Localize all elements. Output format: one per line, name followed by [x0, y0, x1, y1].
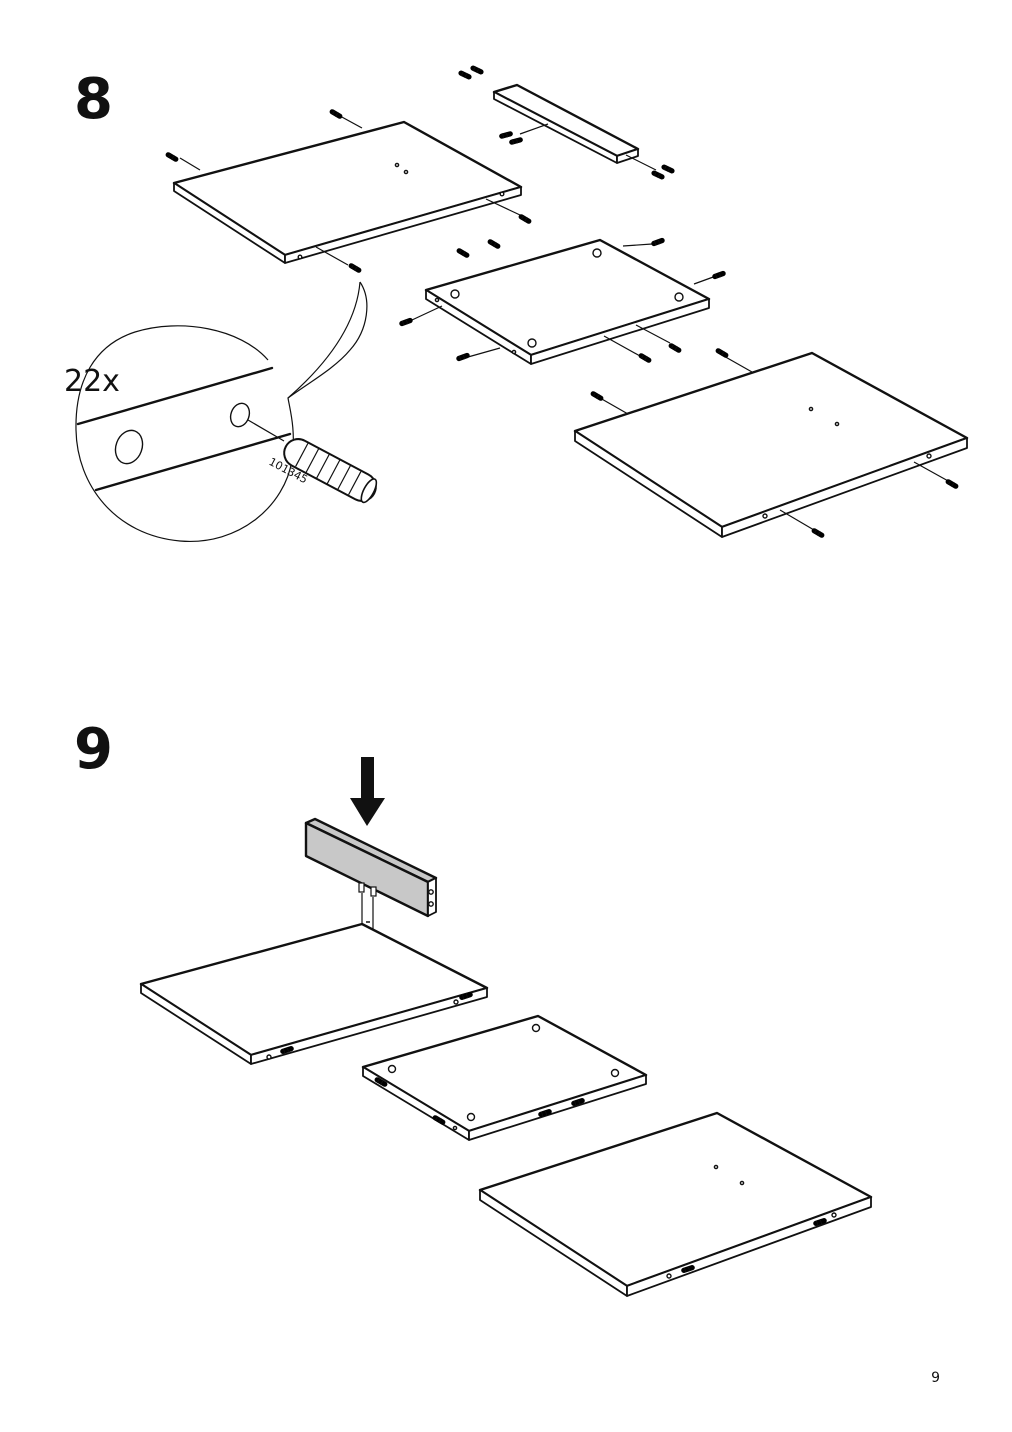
dowel — [469, 64, 485, 76]
dowel — [667, 341, 683, 355]
dowel — [589, 389, 605, 403]
dowel — [164, 150, 180, 164]
panel-a — [164, 107, 533, 275]
down-arrow-icon — [350, 757, 385, 826]
dowel — [398, 316, 414, 328]
dowel-detail-callout: 101345 — [75, 281, 378, 542]
dowel-detail — [283, 438, 378, 504]
panel-b — [398, 236, 727, 365]
rail-piece — [457, 64, 676, 181]
dowel — [810, 526, 826, 540]
step-8-number: 8 — [74, 67, 113, 132]
dowel — [455, 351, 471, 363]
dowel — [347, 261, 363, 275]
dowel — [650, 169, 666, 181]
dowel — [508, 136, 524, 146]
dowel — [455, 246, 471, 260]
step-9-illustration — [139, 757, 873, 1297]
dowel — [660, 163, 676, 175]
panel-e — [361, 1014, 648, 1141]
dowel — [650, 236, 666, 248]
dowel — [944, 477, 960, 491]
panel-c — [573, 346, 969, 540]
dowel — [714, 346, 730, 360]
dowel — [711, 269, 727, 281]
dowel — [486, 237, 502, 251]
panel-d — [139, 922, 489, 1065]
page-number: 9 — [931, 1370, 940, 1386]
dowel — [637, 351, 653, 365]
panel-f — [478, 1111, 873, 1297]
dowel-quantity-label: 22x — [64, 364, 120, 399]
dowel — [328, 107, 344, 121]
dowel — [517, 212, 533, 226]
step-8-illustration: 101345 — [75, 64, 969, 542]
dowel — [498, 130, 514, 140]
step-9-number: 9 — [74, 717, 113, 782]
dowel — [457, 69, 473, 81]
